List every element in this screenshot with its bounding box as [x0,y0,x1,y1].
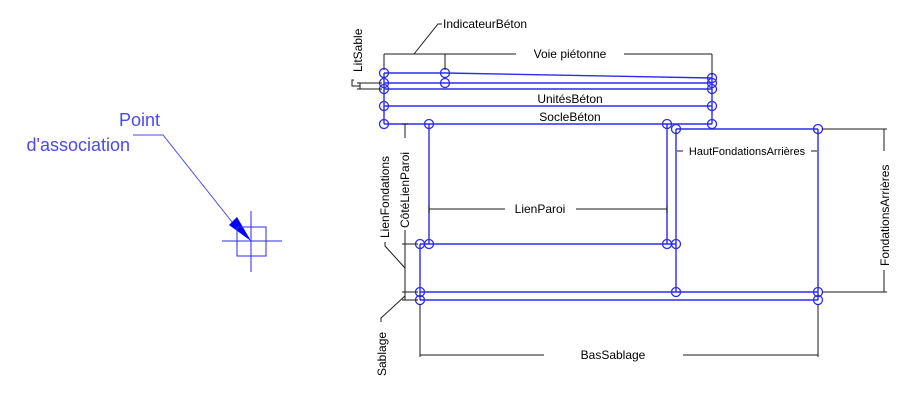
grip-point[interactable] [423,118,435,130]
grip-point[interactable] [423,238,435,250]
dimension-voie-pietonne[interactable]: Voie piétonne [383,47,713,75]
insertion-point-callout: Point d'association [27,110,282,272]
indicateur-beton-label: IndicateurBéton [443,17,527,31]
dimension-fondations-arrieres[interactable]: FondationsArrières [822,128,892,293]
grip-point[interactable] [670,123,682,135]
grip-point[interactable] [661,118,673,130]
callout-label-line2: d'association [27,135,131,155]
grip-point[interactable] [439,77,451,89]
dimension-lien-fondations[interactable]: LienFondations [378,156,418,301]
lien-fondations-label: LienFondations [378,156,392,238]
voie-pietonne-label: Voie piétonne [534,47,607,61]
lien-paroi-label: LienParoi [515,202,566,216]
haut-fondations-arrieres-label: HautFondationsArrières [689,146,806,158]
paving-layers [383,72,713,125]
dimension-bas-sablage[interactable]: BasSablage [419,304,819,362]
unites-beton-label: UnitésBéton [537,92,602,106]
fondations-arrieres-label: FondationsArrières [878,165,892,266]
dimension-lit-sable[interactable]: LitSable [351,28,382,90]
lit-sable-label: LitSable [351,28,365,72]
grip-point[interactable] [378,118,390,130]
grip-point[interactable] [378,100,390,112]
grip-point[interactable] [706,77,718,89]
dimension-lien-paroi[interactable]: LienParoi [428,202,668,216]
insertion-point-marker-icon [222,211,282,272]
grip-point[interactable] [670,238,682,250]
bas-sablage-label: BasSablage [581,348,646,362]
callout-leader-line [133,134,241,233]
grip-point[interactable] [706,100,718,112]
foundation-geometry [419,124,819,301]
grip-point[interactable] [670,286,682,298]
grip-point[interactable] [706,83,718,95]
dimension-sablage[interactable]: Sablage [375,295,406,376]
callout-arrowhead-icon [229,217,251,241]
dimension-haut-fondations-arrieres[interactable]: HautFondationsArrières [677,146,817,158]
callout-label-line1: Point [119,110,160,130]
socle-beton-label: SocleBéton [539,110,600,124]
dimension-cote-lien-paroi[interactable]: CôtéLienParoi [398,123,418,245]
grip-point[interactable] [706,118,718,130]
sablage-label: Sablage [375,332,389,376]
walkway-slope-line [444,72,713,79]
cote-lien-paroi-label: CôtéLienParoi [398,152,412,228]
dimension-indicateur-beton[interactable]: IndicateurBéton [413,17,527,55]
